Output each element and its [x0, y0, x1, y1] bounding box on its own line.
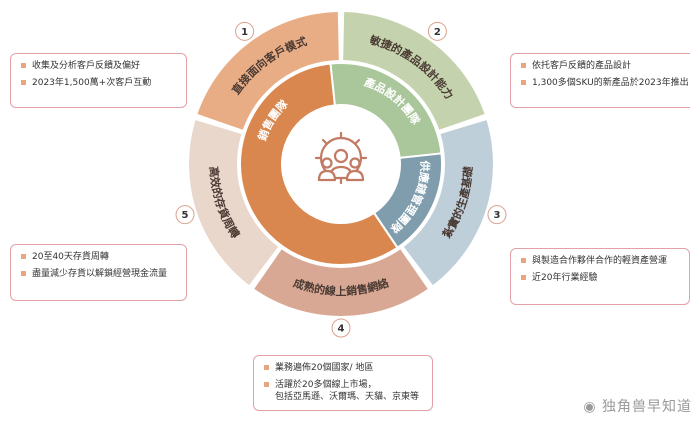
- outer-segment-agile-product-design: [343, 12, 485, 130]
- weibo-icon: ◉: [583, 399, 602, 415]
- center-circle: [282, 105, 400, 223]
- badge-number-4: 4: [338, 324, 345, 335]
- info-box-4-item-1: 業務遍佈20個國家/ 地區: [264, 362, 424, 374]
- info-box-5-item-2: 盡量減少存貨以解鎖經營現金流量: [21, 268, 178, 280]
- outer-segment-direct-to-consumer: [197, 12, 339, 130]
- bullet-square-icon: [521, 258, 526, 263]
- info-box-1: 收集及分析客戶反饋及偏好 2023年1,500萬+次客戶互動: [10, 53, 187, 108]
- badge-3: [487, 205, 507, 225]
- info-box-3: 與製造合作夥伴合作的輕資產營運 近20年行業經驗: [510, 248, 690, 305]
- info-box-3-item-1: 與製造合作夥伴合作的輕資產營運: [521, 255, 681, 267]
- bullet-square-icon: [21, 80, 26, 85]
- badge-number-2: 2: [434, 27, 441, 38]
- outer-segment-online-sales-network: [254, 249, 428, 317]
- info-box-1-item-1: 收集及分析客戶反饋及偏好: [21, 60, 178, 72]
- bullet-square-icon: [264, 382, 269, 387]
- bullet-square-icon: [21, 271, 26, 276]
- info-box-3-item-2: 近20年行業經驗: [521, 272, 681, 284]
- info-box-4-item-2: 活躍於20多個線上市場， 包括亞馬遜、沃爾瑪、天貓、京東等: [264, 379, 424, 403]
- bullet-square-icon: [521, 80, 526, 85]
- inner-segment-sales-team: [239, 62, 399, 266]
- bullet-square-icon: [21, 63, 26, 68]
- info-box-1-item-2: 2023年1,500萬+次客戶互動: [21, 77, 178, 89]
- badge-number-5: 5: [182, 210, 189, 221]
- badge-1: [235, 21, 255, 41]
- info-box-2-item-1: 依托客戶反饋的產品設計: [521, 60, 682, 72]
- info-box-5-item-1: 20至40天存貨周轉: [21, 251, 178, 263]
- bullet-square-icon: [521, 275, 526, 280]
- outer-segment-efficient-inventory-turnover: [189, 120, 279, 286]
- badge-number-3: 3: [493, 210, 500, 221]
- badge-number-1: 1: [241, 27, 248, 38]
- info-box-2-item-2: 1,300多個SKU的新產品於2023年推出: [521, 77, 689, 89]
- badge-5: [175, 205, 195, 225]
- bullet-square-icon: [21, 254, 26, 259]
- badge-2: [427, 21, 447, 41]
- bullet-square-icon: [264, 365, 269, 370]
- info-box-4: 業務遍佈20個國家/ 地區 活躍於20多個線上市場， 包括亞馬遜、沃爾瑪、天貓、…: [253, 355, 433, 411]
- team-gear-icon: [314, 131, 368, 185]
- bullet-square-icon: [521, 63, 526, 68]
- info-box-2: 依托客戶反饋的產品設計 1,300多個SKU的新產品於2023年推出: [510, 53, 690, 108]
- info-box-5: 20至40天存貨周轉 盡量減少存貨以解鎖經營現金流量: [10, 244, 187, 301]
- outer-segment-solid-production-base: [403, 120, 493, 286]
- watermark: ◉ 独角兽早知道: [583, 399, 692, 415]
- badge-4: [331, 318, 351, 338]
